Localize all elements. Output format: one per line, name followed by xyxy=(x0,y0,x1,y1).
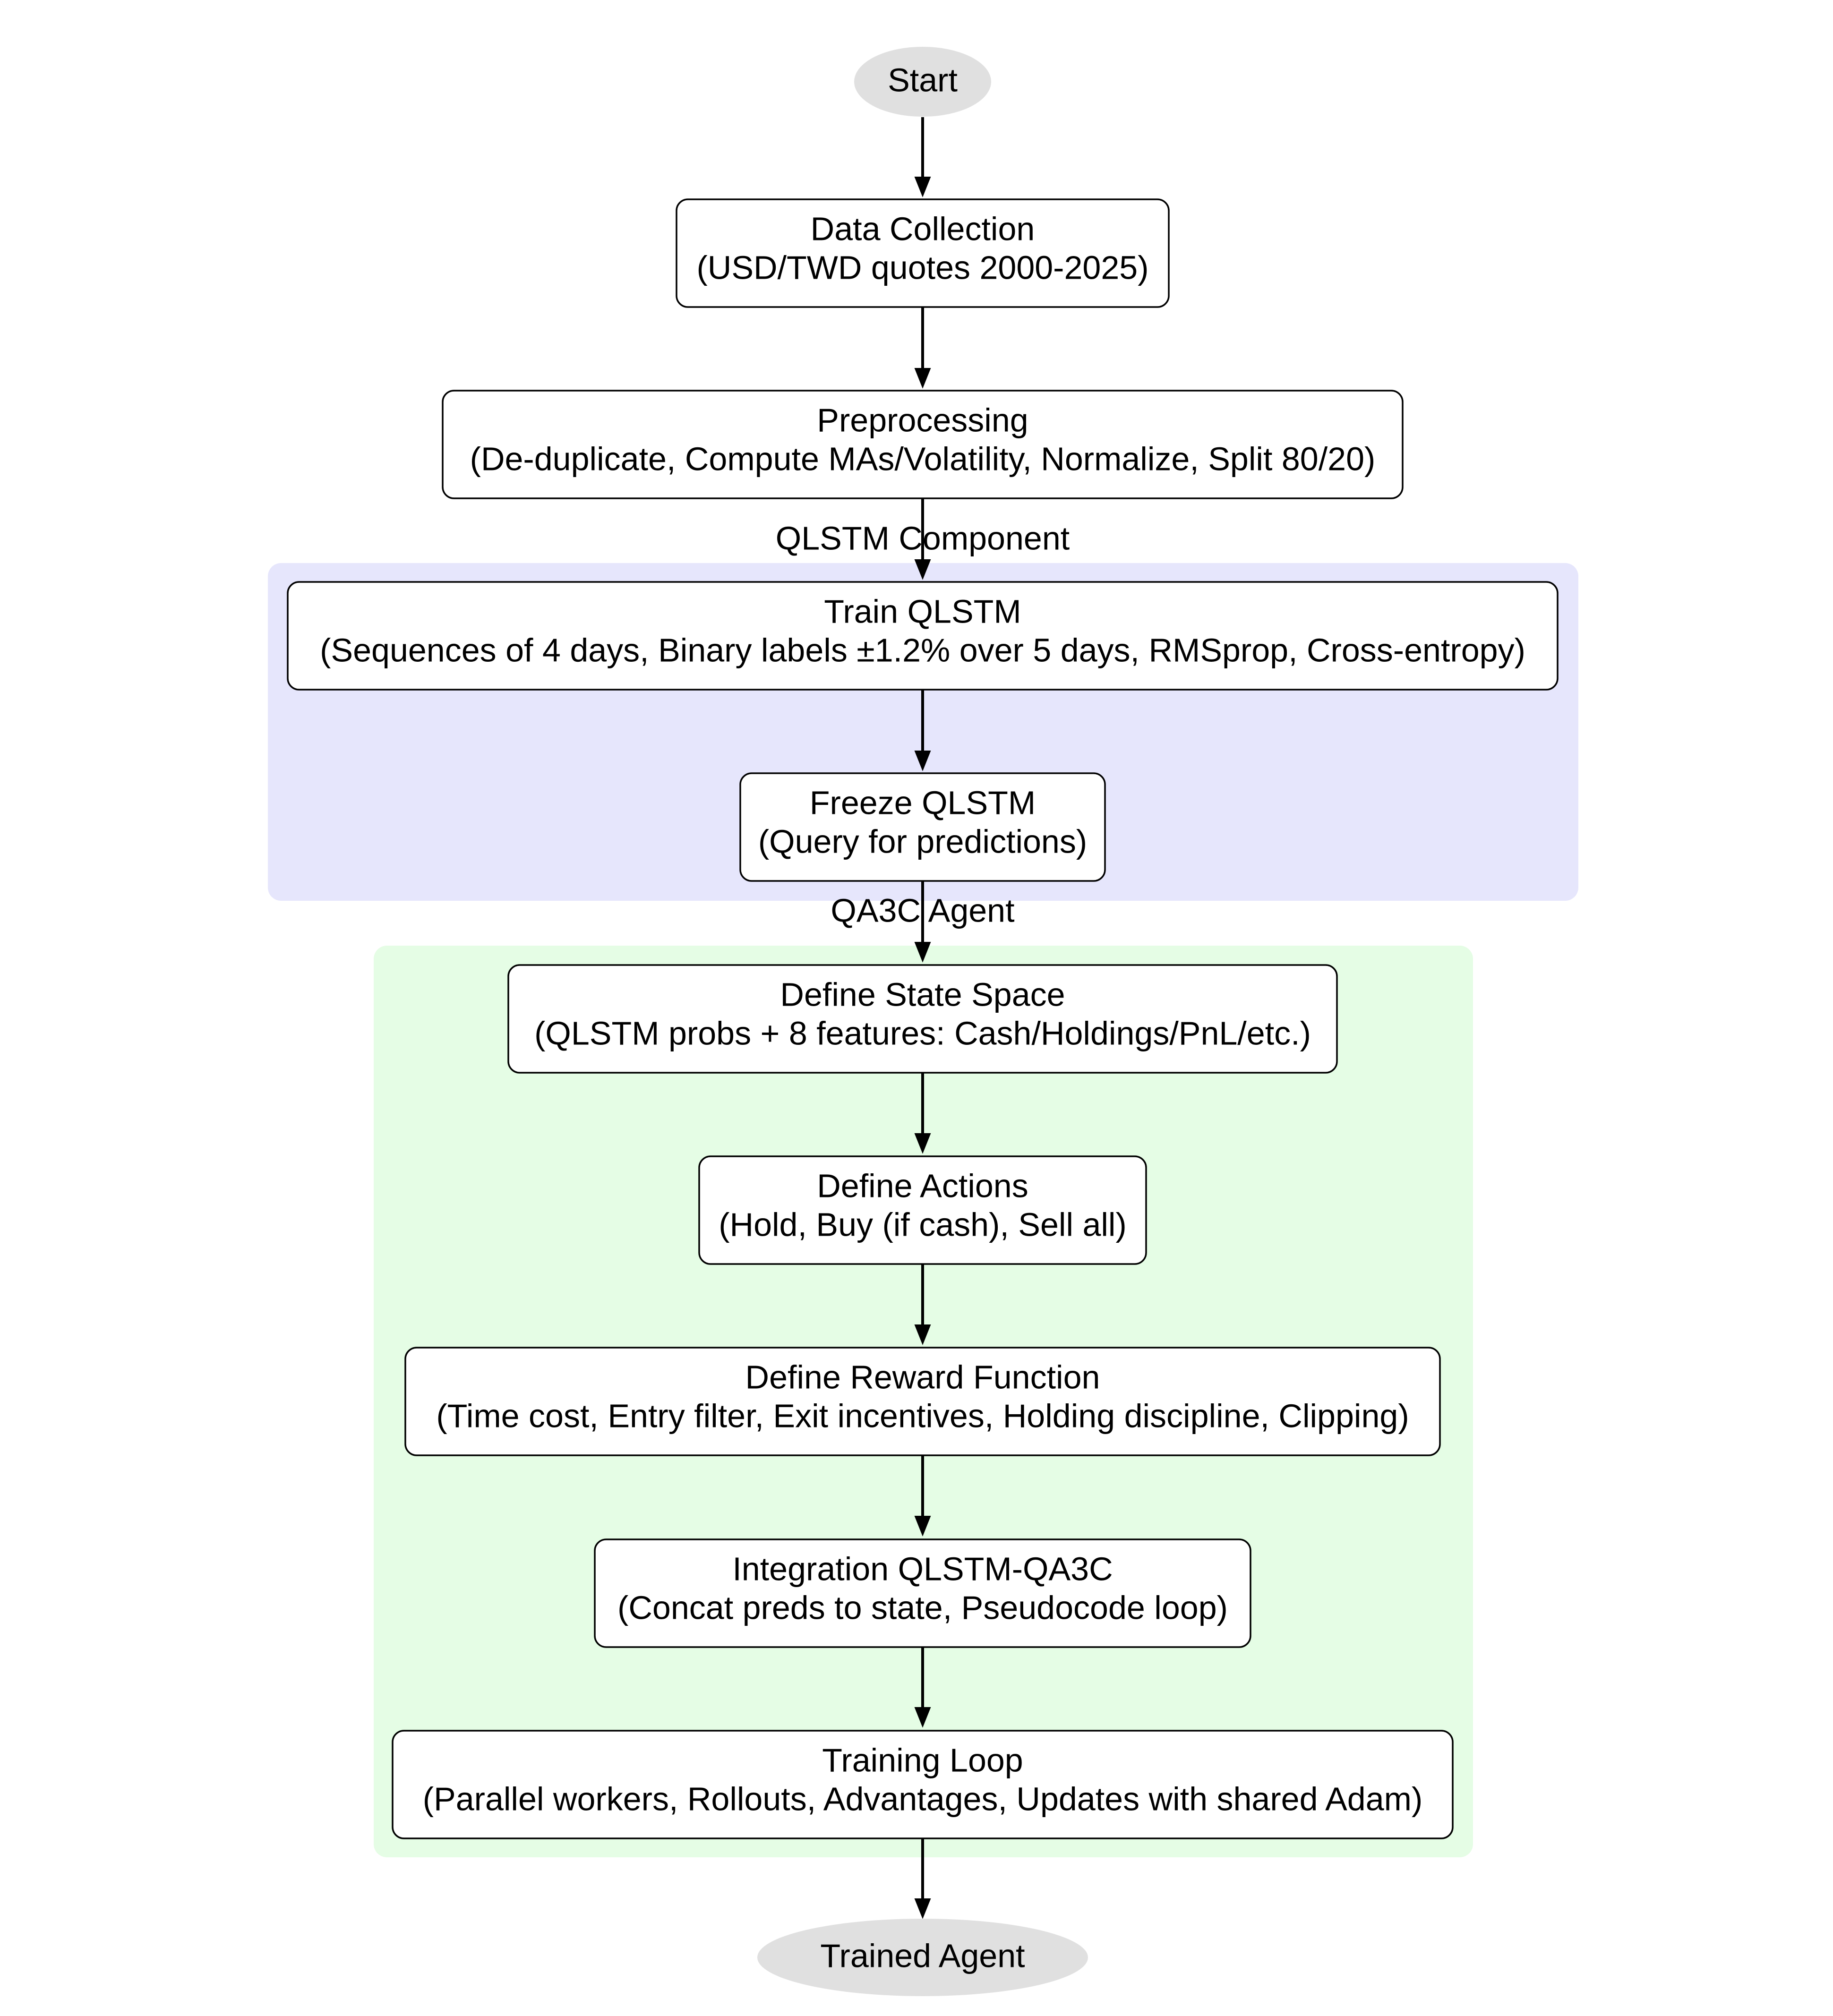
preprocessing-node: Preprocessing (De-duplicate, Compute MAs… xyxy=(442,390,1404,499)
define-reward-title: Define Reward Function xyxy=(745,1358,1100,1395)
train-qlstm-title: Train QLSTM xyxy=(824,593,1021,630)
arrowhead xyxy=(914,559,931,580)
define-state-space-box xyxy=(507,964,1338,1074)
arrowhead xyxy=(914,1133,931,1154)
arrowhead xyxy=(914,177,931,197)
define-state-space-node: Define State Space (QLSTM probs + 8 feat… xyxy=(507,964,1338,1074)
freeze-qlstm-box xyxy=(739,772,1106,882)
trained-agent-ellipse xyxy=(757,1919,1088,1996)
arrowhead xyxy=(914,1707,931,1728)
define-actions-box xyxy=(698,1155,1147,1265)
training-loop-detail: (Parallel workers, Rollouts, Advantages,… xyxy=(423,1780,1423,1817)
integration-title: Integration QLSTM-QA3C xyxy=(732,1550,1113,1587)
arrowhead xyxy=(914,1898,931,1919)
preprocessing-box xyxy=(442,390,1404,499)
edges xyxy=(914,117,931,1919)
define-state-space-title: Define State Space xyxy=(780,976,1065,1013)
integration-box xyxy=(594,1538,1251,1648)
data-collection-box xyxy=(676,198,1170,308)
define-actions-node: Define Actions (Hold, Buy (if cash), Sel… xyxy=(698,1155,1147,1265)
define-state-space-detail: (QLSTM probs + 8 features: Cash/Holdings… xyxy=(534,1015,1311,1051)
data-collection-title: Data Collection xyxy=(811,210,1035,247)
train-qlstm-node: Train QLSTM (Sequences of 4 days, Binary… xyxy=(287,581,1559,691)
define-actions-title: Define Actions xyxy=(817,1167,1028,1204)
train-qlstm-detail: (Sequences of 4 days, Binary labels ±1.2… xyxy=(320,632,1525,668)
arrowhead xyxy=(914,368,931,389)
trained-agent-label: Trained Agent xyxy=(820,1937,1025,1974)
define-actions-detail: (Hold, Buy (if cash), Sell all) xyxy=(719,1206,1127,1243)
define-reward-detail: (Time cost, Entry filter, Exit incentive… xyxy=(436,1397,1409,1434)
data-collection-detail: (USD/TWD quotes 2000-2025) xyxy=(696,249,1148,286)
define-reward-box xyxy=(404,1347,1441,1456)
arrowhead xyxy=(914,751,931,771)
trained-agent-node: Trained Agent xyxy=(757,1919,1088,1996)
arrowhead xyxy=(914,1516,931,1537)
start-node: Start xyxy=(854,47,991,117)
define-reward-node: Define Reward Function (Time cost, Entry… xyxy=(404,1347,1441,1456)
freeze-qlstm-node: Freeze QLSTM (Query for predictions) xyxy=(739,772,1106,882)
preprocessing-detail: (De-duplicate, Compute MAs/Volatility, N… xyxy=(470,440,1376,477)
training-loop-node: Training Loop (Parallel workers, Rollout… xyxy=(392,1730,1454,1839)
freeze-qlstm-detail: (Query for predictions) xyxy=(758,823,1087,860)
start-ellipse xyxy=(854,47,991,117)
arrowhead xyxy=(914,1324,931,1345)
training-loop-title: Training Loop xyxy=(822,1742,1023,1778)
data-collection-node: Data Collection (USD/TWD quotes 2000-202… xyxy=(676,198,1170,308)
preprocessing-title: Preprocessing xyxy=(817,401,1028,438)
train-qlstm-box xyxy=(287,581,1559,691)
training-loop-box xyxy=(392,1730,1454,1839)
start-label: Start xyxy=(888,61,958,98)
integration-node: Integration QLSTM-QA3C (Concat preds to … xyxy=(594,1538,1251,1648)
integration-detail: (Concat preds to state, Pseudocode loop) xyxy=(617,1589,1228,1626)
freeze-qlstm-title: Freeze QLSTM xyxy=(810,784,1036,821)
arrowhead xyxy=(914,942,931,963)
